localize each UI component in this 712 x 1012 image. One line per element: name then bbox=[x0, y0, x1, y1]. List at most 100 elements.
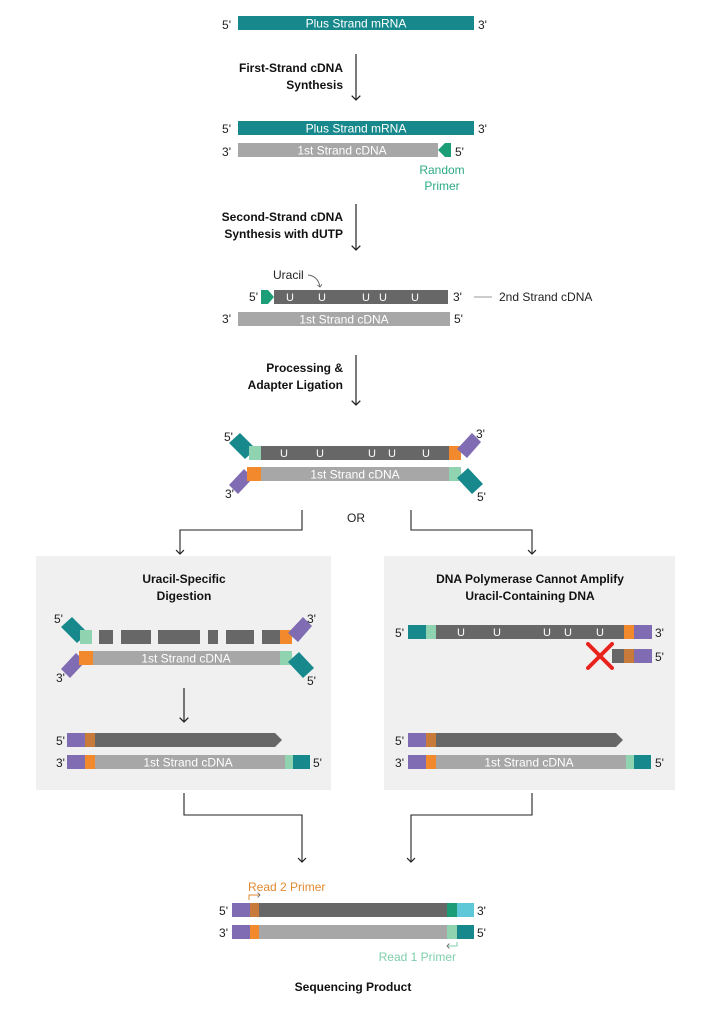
three-prime-label: 3' bbox=[56, 756, 65, 770]
adapter-segment bbox=[634, 755, 651, 769]
panel-uracil-digestion: Uracil-Specific Digestion 5' 3' 1st Stra… bbox=[36, 556, 331, 790]
uracil-base: U bbox=[564, 627, 572, 639]
step-second-strand-line2: Synthesis with dUTP bbox=[224, 227, 343, 241]
panel-background bbox=[36, 556, 331, 790]
three-prime-label: 3' bbox=[222, 312, 231, 326]
step-processing-line1: Processing & bbox=[266, 361, 343, 375]
mrna-label: Plus Strand mRNA bbox=[306, 122, 407, 136]
first-strand-cdna bbox=[95, 755, 285, 769]
mrna-strand bbox=[238, 121, 474, 135]
adapter-segment bbox=[293, 755, 310, 769]
mrna-strand bbox=[238, 16, 474, 30]
first-strand-cdna bbox=[436, 755, 626, 769]
digested-fragment bbox=[99, 630, 113, 644]
adapter-segment bbox=[447, 903, 457, 917]
adapter-segment bbox=[85, 755, 95, 769]
adapter-end bbox=[288, 652, 314, 678]
step-second-strand-line1: Second-Strand cDNA bbox=[222, 210, 344, 224]
first-strand-label: 1st Strand cDNA bbox=[484, 756, 573, 770]
panel-polymerase-block: DNA Polymerase Cannot Amplify Uracil-Con… bbox=[384, 556, 675, 790]
uracil-base: U bbox=[379, 292, 387, 304]
primer-segment bbox=[612, 649, 624, 663]
read1-primer-label: Read 1 Primer bbox=[379, 950, 456, 964]
five-prime-label: 5' bbox=[249, 290, 258, 304]
five-prime-label: 5' bbox=[222, 122, 231, 136]
uracil-base: U bbox=[457, 627, 465, 639]
three-prime-label: 3' bbox=[478, 122, 487, 136]
first-strand-label: 1st Strand cDNA bbox=[297, 144, 386, 158]
read2-primer-label: Read 2 Primer bbox=[248, 880, 325, 894]
adapter-segment bbox=[624, 625, 634, 639]
digested-fragment bbox=[226, 630, 254, 644]
digested-fragments bbox=[99, 630, 280, 644]
uracil-base: U bbox=[596, 627, 604, 639]
five-prime-label: 5' bbox=[313, 756, 322, 770]
adapter-segment bbox=[447, 925, 457, 939]
five-prime-label: 5' bbox=[54, 612, 63, 626]
adapter-end bbox=[457, 433, 481, 458]
five-prime-label: 5' bbox=[655, 756, 664, 770]
adapter-segment bbox=[634, 649, 652, 663]
uracil-label: Uracil bbox=[273, 268, 304, 282]
three-prime-label: 3' bbox=[219, 926, 228, 940]
three-prime-label: 3' bbox=[478, 18, 487, 32]
three-prime-label: 3' bbox=[395, 756, 404, 770]
first-strand-label: 1st Strand cDNA bbox=[143, 756, 232, 770]
adapter-segment bbox=[426, 625, 436, 639]
adapter-segment bbox=[457, 903, 474, 917]
five-prime-label: 5' bbox=[454, 312, 463, 326]
read1-primer-arrow bbox=[446, 942, 458, 949]
adapter-segment bbox=[408, 733, 426, 747]
adapter-segment bbox=[85, 733, 95, 747]
three-prime-label: 3' bbox=[453, 290, 462, 304]
uracil-base: U bbox=[286, 292, 294, 304]
adapter-segment bbox=[426, 733, 436, 747]
first-strand-cdna bbox=[93, 651, 280, 665]
uracil-base: U bbox=[388, 448, 396, 460]
random-primer-label: Random bbox=[419, 163, 464, 177]
adapter-segment bbox=[285, 755, 293, 769]
final-label: Sequencing Product bbox=[295, 980, 412, 994]
panel-background bbox=[384, 556, 675, 790]
three-prime-label: 3' bbox=[222, 145, 231, 159]
amplified-strand bbox=[95, 733, 282, 747]
second-strand-label: 2nd Strand cDNA bbox=[499, 290, 592, 304]
read2-primer-arrow bbox=[248, 892, 261, 900]
five-prime-label: 5' bbox=[655, 650, 664, 664]
adapter-segment bbox=[80, 630, 92, 644]
stage-mrna: 5' Plus Strand mRNA 3' bbox=[222, 16, 487, 32]
adapter-segment bbox=[247, 467, 261, 481]
merge-connector bbox=[406, 793, 533, 863]
digested-fragment bbox=[262, 630, 280, 644]
mrna-label: Plus Strand mRNA bbox=[306, 17, 407, 31]
adapter-segment bbox=[232, 925, 250, 939]
digested-fragment bbox=[208, 630, 218, 644]
adapter-segment bbox=[250, 903, 259, 917]
stage-sequencing-product: Read 2 Primer 5' 3' 3' 5' Read 1 Primer … bbox=[219, 880, 486, 994]
adapter-segment bbox=[408, 755, 426, 769]
uracil-base: U bbox=[280, 448, 288, 460]
five-prime-label: 5' bbox=[477, 926, 486, 940]
merge-connector bbox=[183, 793, 307, 863]
adapter-segment bbox=[79, 651, 93, 665]
stage-first-strand: 5' Plus Strand mRNA 3' 3' 1st Strand cDN… bbox=[222, 121, 487, 193]
three-prime-label: 3' bbox=[655, 626, 664, 640]
primer-segment bbox=[261, 290, 274, 304]
adapter-segment bbox=[250, 925, 259, 939]
adapter-segment bbox=[626, 755, 634, 769]
branch-connector bbox=[410, 510, 537, 555]
blocked-amplification-icon bbox=[586, 642, 614, 670]
stage-adapter-ligation: 5' U U U U U 3' 1st Strand cDNA 3' 5' bbox=[224, 427, 486, 504]
adapter-segment bbox=[457, 925, 474, 939]
second-strand-cdna bbox=[261, 446, 449, 460]
second-strand-cdna bbox=[274, 290, 448, 304]
three-prime-label: 3' bbox=[476, 427, 485, 441]
five-prime-label: 5' bbox=[219, 904, 228, 918]
uracil-base: U bbox=[362, 292, 370, 304]
amplified-strand bbox=[436, 733, 623, 747]
uracil-base: U bbox=[318, 292, 326, 304]
first-strand-label: 1st Strand cDNA bbox=[299, 313, 388, 327]
uracil-pointer bbox=[307, 274, 323, 288]
five-prime-label: 5' bbox=[56, 734, 65, 748]
